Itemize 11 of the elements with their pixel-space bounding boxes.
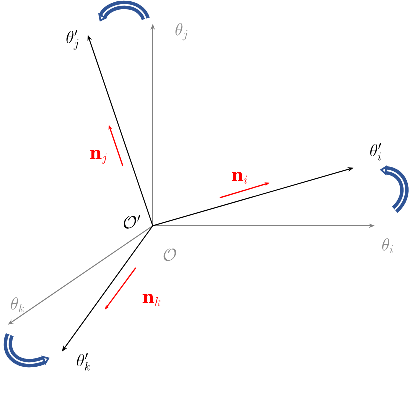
axis-label: $\theta'_{i}$ — [370, 143, 382, 161]
axis-label: $\mathcal{O}$ — [164, 248, 176, 262]
axis-label: $\theta_{k}$ — [11, 298, 24, 312]
axis-label: $\theta'_{j}$ — [66, 30, 79, 50]
axis-label: $\theta_{i}$ — [382, 238, 394, 254]
axis-label: $\mathbf{n}_{i}$ — [232, 172, 248, 184]
axis-label: $\mathbf{n}_{j}$ — [90, 150, 107, 164]
axis-label: $\theta_{j}$ — [176, 23, 188, 41]
axis-label: $\mathcal{O}'$ — [124, 215, 140, 229]
axis-label: $\mathbf{n}_{k}$ — [142, 294, 161, 306]
axis-label: $\theta'_{k}$ — [77, 353, 90, 371]
